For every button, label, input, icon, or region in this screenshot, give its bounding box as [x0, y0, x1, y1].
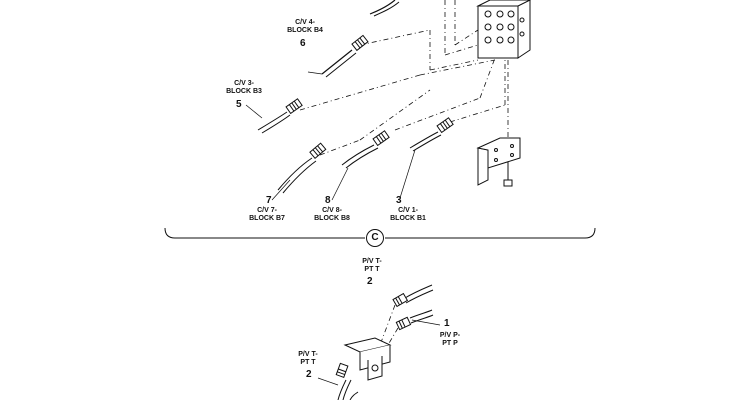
pilot-valve	[343, 337, 392, 381]
hose-6	[321, 34, 369, 78]
hose-2-bottom	[317, 362, 359, 400]
dashed-routing-lines	[299, 0, 509, 156]
section-marker: C	[366, 229, 384, 247]
label-pvt-top-line1: P/V T-	[362, 258, 382, 265]
label-cv3-line2: BLOCK B3	[226, 88, 262, 95]
label-cv7: C/V 7- BLOCK B7	[247, 207, 287, 223]
label-cv1-line2: BLOCK B1	[390, 215, 426, 222]
mounting-bracket	[476, 137, 521, 187]
number-2-bottom: 2	[306, 369, 312, 380]
hose-8	[331, 130, 390, 201]
label-pvt-top-line2: PT T	[364, 266, 380, 273]
hose-7	[271, 142, 327, 201]
number-6: 6	[300, 38, 306, 49]
label-cv8-line1: C/V 8-	[322, 207, 342, 214]
number-5: 5	[236, 99, 242, 110]
label-pvp-line1: P/V P-	[439, 332, 461, 339]
label-cv4-line2: BLOCK B4	[287, 27, 323, 34]
valve-block	[476, 0, 531, 59]
number-2-top: 2	[367, 276, 373, 287]
top-section	[245, 0, 531, 201]
label-cv3-line1: C/V 3-	[234, 80, 254, 87]
label-cv1-line1: C/V 1-	[398, 207, 418, 214]
label-pvt-bottom-line1: P/V T-	[298, 351, 318, 358]
number-3: 3	[396, 195, 402, 206]
label-cv4: C/V 4- BLOCK B4	[285, 19, 325, 35]
label-cv4-line1: C/V 4-	[295, 19, 315, 26]
hose-5	[257, 98, 303, 134]
hose-2-top	[392, 284, 434, 308]
hose-1	[395, 309, 441, 331]
label-pvt-bottom: P/V T- PT T	[288, 351, 328, 367]
number-7: 7	[266, 195, 272, 206]
label-cv8: C/V 8- BLOCK B8	[312, 207, 352, 223]
hose-3	[399, 117, 454, 199]
bottom-section	[317, 284, 441, 400]
label-pvp-line2: PT P	[442, 340, 458, 347]
label-cv7-line2: BLOCK B7	[249, 215, 285, 222]
number-8: 8	[325, 195, 331, 206]
label-pvt-top: P/V T- PT T	[352, 258, 392, 274]
label-cv1: C/V 1- BLOCK B1	[388, 207, 428, 223]
label-pvt-bottom-line2: PT T	[300, 359, 316, 366]
label-cv7-line1: C/V 7-	[257, 207, 277, 214]
hose-top-fragment	[369, 0, 396, 15]
number-1: 1	[444, 318, 450, 329]
label-cv3: C/V 3- BLOCK B3	[224, 80, 264, 96]
label-pvp: P/V P- PT P	[430, 332, 470, 348]
label-cv8-line2: BLOCK B8	[314, 215, 350, 222]
section-divider	[164, 227, 596, 239]
